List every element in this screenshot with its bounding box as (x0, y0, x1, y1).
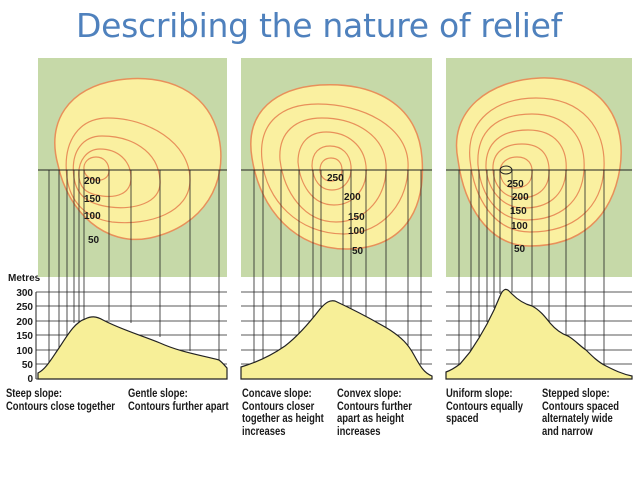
caption-steep-slope: Steep slope: Contours close together (6, 388, 115, 413)
contour-label: 50 (514, 244, 526, 255)
slide-title: Describing the nature of relief (76, 6, 562, 45)
contour-label: 200 (84, 176, 101, 187)
panel-uniform-stepped: 250 200 150 100 50 (445, 58, 633, 380)
caption-line: Contours further apart (128, 400, 229, 413)
projection-lines (253, 170, 422, 364)
cross-section-profile (37, 316, 228, 380)
contour-label: 150 (510, 206, 527, 217)
axis-tick-label: 200 (16, 317, 33, 328)
axis-tick-label: 100 (16, 346, 33, 357)
projection-lines (48, 170, 220, 365)
axis-tick-label: 250 (16, 302, 33, 313)
contour-label: 50 (88, 235, 100, 246)
cross-section-profile (445, 288, 633, 380)
caption-concave-slope: Concave slope: Contours closer together … (242, 388, 324, 438)
panel-concave-convex: 250 200 150 100 50 (240, 58, 433, 380)
caption-line: alternately wide (542, 413, 613, 425)
caption-line: increases (337, 425, 381, 438)
caption-line: Contours spaced (542, 400, 620, 413)
contour-label: 250 (507, 179, 524, 190)
caption-stepped-slope: Stepped slope: Contours spaced alternate… (542, 388, 619, 438)
axis-tick-label: 0 (27, 374, 33, 385)
caption-heading: Concave slope: (242, 388, 312, 400)
caption-gentle-slope: Gentle slope: Contours further apart (128, 388, 229, 413)
metres-axis: Metres 300 250 200 150 100 50 0 (8, 273, 41, 385)
caption-convex-slope: Convex slope: Contours further apart as … (337, 388, 412, 438)
caption-heading: Steep slope: (6, 388, 63, 400)
caption-line: apart as height (337, 413, 405, 425)
contour-label: 100 (84, 211, 101, 222)
contour-label: 100 (511, 221, 528, 232)
caption-heading: Stepped slope: (542, 388, 610, 400)
contour-label: 200 (344, 192, 361, 203)
caption-line: Contours further (337, 400, 412, 413)
contour-label: 250 (327, 173, 344, 184)
axis-tick-label: 150 (16, 331, 33, 342)
panel-steep-gentle: 200 150 100 50 (36, 58, 228, 380)
caption-line: Contours close together (6, 400, 115, 413)
contour-label: 200 (512, 192, 529, 203)
caption-line: Contours equally (446, 400, 524, 413)
contour-label: 150 (348, 212, 365, 223)
contour-label: 50 (352, 246, 364, 257)
caption-line: increases (242, 425, 286, 438)
land-outline (455, 77, 622, 247)
caption-line: Contours closer (242, 400, 315, 413)
axis-tick-label: 50 (22, 360, 34, 371)
contour-label: 150 (84, 194, 101, 205)
caption-heading: Gentle slope: (128, 388, 188, 400)
axis-unit-label: Metres (8, 273, 41, 284)
axis-tick-label: 300 (16, 288, 33, 299)
contour-lines (260, 103, 409, 235)
caption-heading: Convex slope: (337, 388, 402, 400)
caption-line: and narrow (542, 425, 593, 438)
caption-heading: Uniform slope: (446, 388, 513, 400)
caption-line: together as height (242, 413, 324, 425)
caption-uniform-slope: Uniform slope: Contours equally spaced (446, 388, 523, 426)
contour-label: 100 (348, 226, 365, 237)
cross-section-profile (240, 300, 433, 380)
caption-line: spaced (446, 413, 479, 425)
